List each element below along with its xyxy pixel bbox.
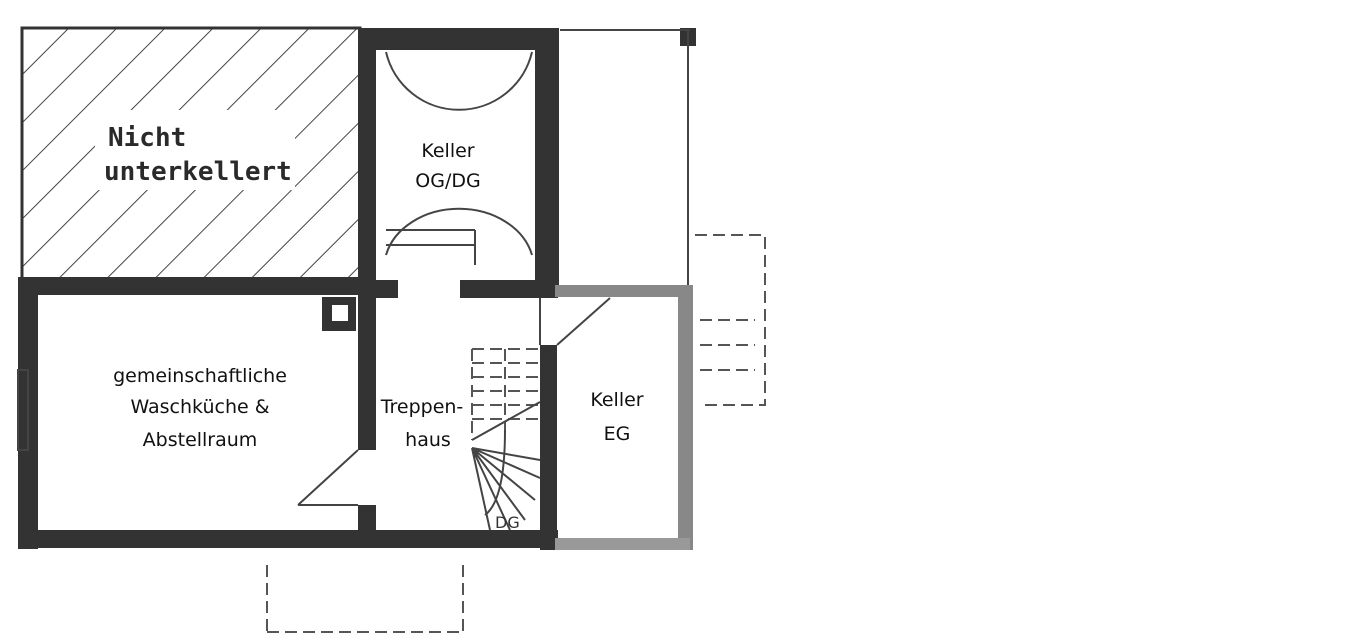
- stairwell-label-1: Treppen-: [380, 396, 464, 418]
- laundry-label-3: Abstellraum: [143, 429, 258, 451]
- dashed-outlines: [266, 234, 766, 635]
- walls: [17, 28, 696, 550]
- laundry-label-2: Waschküche &: [130, 396, 269, 418]
- stairwell-label-2: haus: [405, 429, 451, 451]
- unexcavated-label-1: Nicht: [108, 123, 186, 153]
- unexcavated-label-2: unterkellert: [104, 157, 292, 187]
- unexcavated-area: Nicht unterkellert: [20, 26, 362, 282]
- cellar-ground-label-2: EG: [604, 423, 631, 445]
- cellar-upper-label-1: Keller: [421, 140, 474, 162]
- cellar-ground-label-1: Keller: [590, 389, 643, 411]
- doors: [297, 51, 611, 506]
- cellar-upper-label-2: OG/DG: [415, 170, 480, 192]
- staircase[interactable]: DG: [471, 348, 541, 532]
- laundry-label-1: gemeinschaftliche: [113, 365, 287, 387]
- stair-mark: DG: [495, 513, 520, 532]
